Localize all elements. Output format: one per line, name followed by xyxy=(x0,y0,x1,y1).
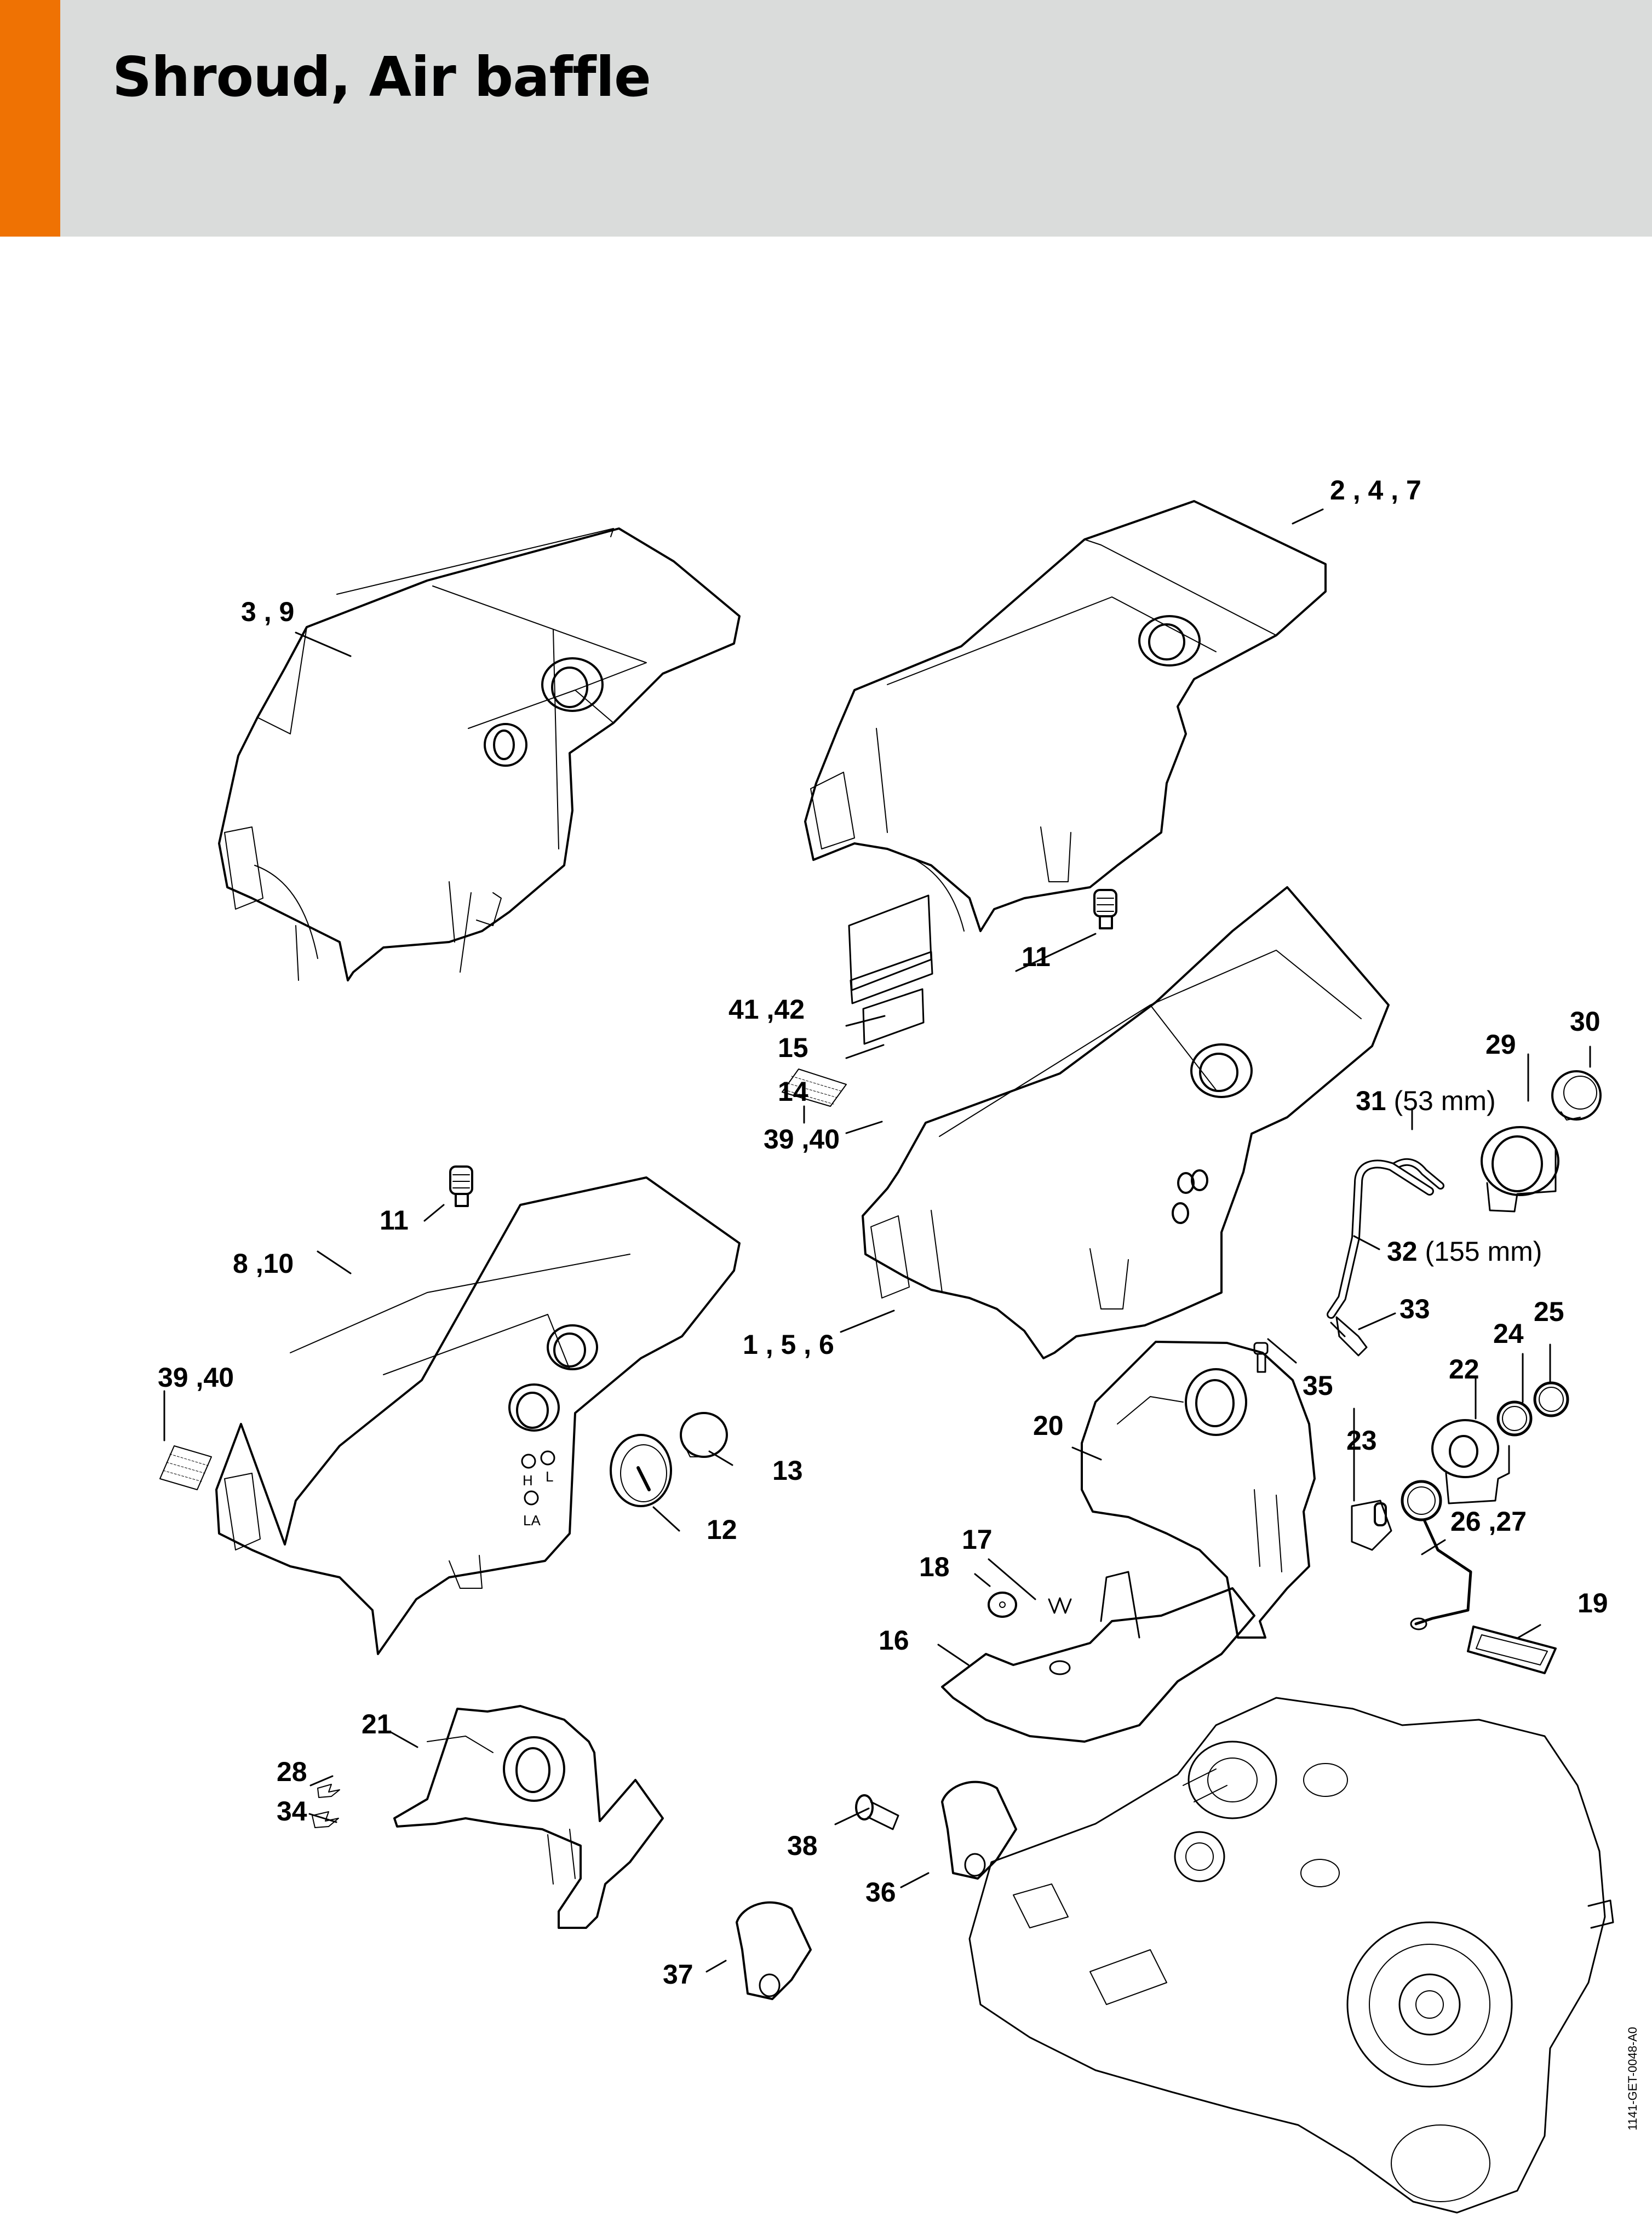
callout-12: 12 xyxy=(707,1514,737,1545)
fitting-part-33 xyxy=(1330,1316,1368,1357)
callout-32: 32 (155 mm) xyxy=(1387,1238,1542,1265)
callout-32-dimension: (155 mm) xyxy=(1425,1236,1542,1267)
filter-pad-39-40-center xyxy=(782,1069,847,1107)
callout-28: 28 xyxy=(277,1756,307,1787)
hose-part-31 xyxy=(1390,1158,1444,1190)
label-stickers xyxy=(848,894,933,1045)
part-29-knob-housing xyxy=(1481,1126,1559,1213)
clip-part-28 xyxy=(317,1784,340,1798)
callout-2-4-7: 2 , 4 , 7 xyxy=(1330,475,1421,506)
mount-part-37 xyxy=(736,1901,812,2000)
marking-la: LA xyxy=(523,1512,541,1529)
callout-22: 22 xyxy=(1449,1354,1479,1385)
callout-20: 20 xyxy=(1033,1410,1064,1441)
shroud-part-8-10 xyxy=(215,1176,741,1655)
document-id: 1141-GET-0048-A0 xyxy=(1626,2026,1639,2130)
callout-37: 37 xyxy=(663,1959,693,1990)
spring-part-17 xyxy=(1048,1597,1072,1614)
callout-39-40-center: 39 ,40 xyxy=(764,1124,840,1155)
marking-h: H xyxy=(523,1472,533,1489)
callout-3-9: 3 , 9 xyxy=(241,596,295,627)
callout-31-dimension: (53 mm) xyxy=(1393,1085,1496,1116)
orange-accent-bar xyxy=(0,0,60,237)
callout-21: 21 xyxy=(362,1709,392,1739)
screw-part-35 xyxy=(1253,1342,1269,1373)
callout-24: 24 xyxy=(1493,1318,1524,1349)
air-baffle-part-21 xyxy=(393,1705,664,1929)
cap-part-13 xyxy=(680,1412,728,1458)
screw-part-38 xyxy=(855,1794,899,1830)
grommet-part-18 xyxy=(988,1592,1017,1618)
engine-crankcase-assembly xyxy=(968,1697,1614,2214)
callout-11-top: 11 xyxy=(1022,941,1051,972)
callout-8-10: 8 ,10 xyxy=(233,1248,294,1279)
nut-part-25 xyxy=(1533,1381,1569,1417)
callout-11-left: 11 xyxy=(380,1205,409,1236)
callout-31-number: 31 xyxy=(1356,1085,1386,1116)
baffle-part-16 xyxy=(941,1571,1255,1743)
air-baffle-part-20 xyxy=(1081,1341,1316,1639)
callout-29: 29 xyxy=(1485,1029,1516,1060)
callout-16: 16 xyxy=(879,1625,909,1656)
callout-18: 18 xyxy=(919,1552,950,1582)
shroud-part-2-4-7 xyxy=(804,500,1327,932)
marking-l: L xyxy=(546,1468,553,1485)
screw-part-11-top xyxy=(1093,889,1117,929)
callout-25: 25 xyxy=(1534,1296,1564,1327)
callout-1-5-6: 1 , 5 , 6 xyxy=(743,1329,834,1360)
screw-part-11-left xyxy=(449,1165,473,1207)
callout-15: 15 xyxy=(778,1032,808,1063)
callout-14: 14 xyxy=(778,1076,808,1107)
part-23-valve xyxy=(1351,1500,1392,1551)
callout-38: 38 xyxy=(787,1830,818,1861)
knob-part-12 xyxy=(610,1434,672,1507)
callout-19: 19 xyxy=(1578,1588,1608,1618)
callout-30: 30 xyxy=(1570,1006,1601,1037)
callout-36: 36 xyxy=(865,1877,896,1908)
ring-part-24 xyxy=(1496,1400,1533,1437)
callout-32-number: 32 xyxy=(1387,1236,1418,1267)
callout-23: 23 xyxy=(1346,1425,1377,1456)
callout-34: 34 xyxy=(277,1796,307,1827)
shroud-part-3-9 xyxy=(218,527,741,981)
callout-17: 17 xyxy=(962,1524,993,1555)
hose-part-32 xyxy=(1327,1159,1434,1319)
page-title: Shroud, Air baffle xyxy=(112,45,651,109)
ring-with-cable-part-26-27 xyxy=(1401,1480,1472,1630)
shroud-part-1-5-6 xyxy=(862,886,1390,1359)
callout-41-42: 41 ,42 xyxy=(729,994,805,1025)
part-22-housing xyxy=(1431,1419,1510,1504)
part-30-cap xyxy=(1551,1070,1602,1121)
leader-lines xyxy=(163,508,1591,1973)
part-19-plate xyxy=(1467,1626,1557,1674)
clip-part-34 xyxy=(312,1811,339,1828)
callout-35: 35 xyxy=(1303,1370,1333,1401)
callout-13: 13 xyxy=(772,1455,803,1486)
callout-26-27: 26 ,27 xyxy=(1450,1506,1527,1537)
filter-pad-39-40-left xyxy=(159,1445,212,1490)
callout-33: 33 xyxy=(1399,1294,1430,1324)
callout-39-40-left: 39 ,40 xyxy=(158,1362,234,1393)
mount-part-36 xyxy=(941,1781,1017,1880)
page-header: Shroud, Air baffle xyxy=(0,0,1652,237)
callout-31: 31 (53 mm) xyxy=(1356,1087,1496,1115)
